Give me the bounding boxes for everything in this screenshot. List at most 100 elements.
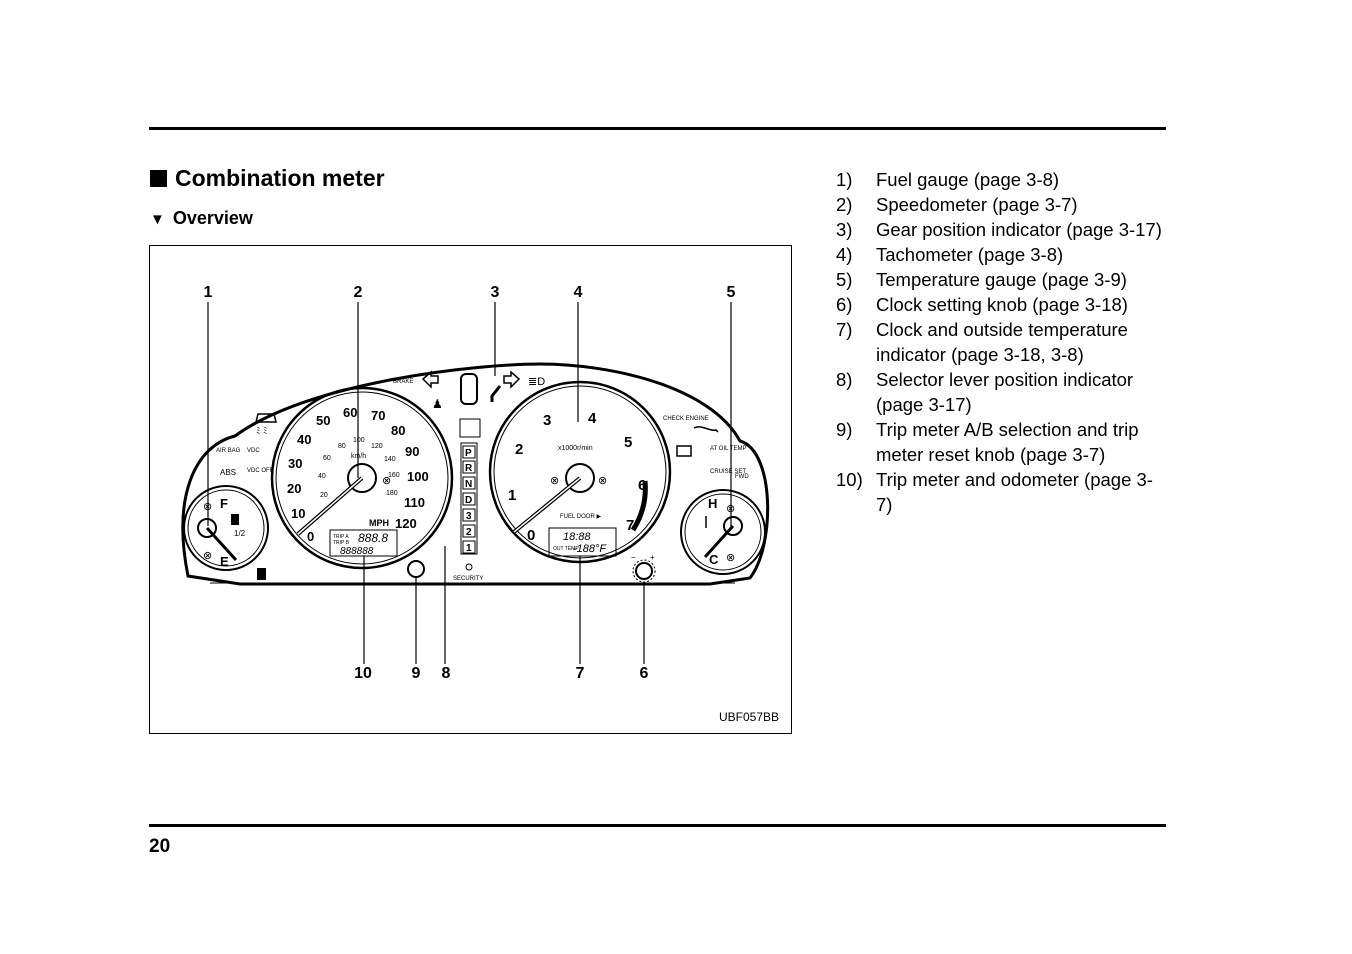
brake-label: BRAKE <box>393 379 413 385</box>
slip-icon: ﾐ ﾐ <box>256 426 268 436</box>
callout-3: 3 <box>491 284 500 301</box>
door-ajar-icon <box>460 373 478 405</box>
combination-meter-figure: F E 1/2 ⊗ ⊗ H C ⊗ ⊗ 0 10 <box>149 245 792 734</box>
legend-number: 5) <box>836 269 853 290</box>
rpm-tick-label: 1 <box>508 487 516 504</box>
legend-text: Clock setting knob (page 3-18) <box>876 294 1128 315</box>
kmh-tick-label: 60 <box>323 455 331 462</box>
left-warning-lights: ﾐ ﾐ AIR BAG VDC ABS VDC OFF <box>216 413 277 580</box>
gear-2: 2 <box>462 524 476 538</box>
gear-R: R <box>462 460 476 474</box>
callout-6: 6 <box>640 665 649 682</box>
cluster-outline <box>181 362 770 586</box>
svg-text:⊗: ⊗ <box>203 550 212 562</box>
gear-3: 3 <box>462 508 476 522</box>
mph-tick-label: 20 <box>287 481 301 496</box>
bottom-rule <box>149 824 1166 827</box>
mph-tick-label: 120 <box>395 516 417 531</box>
svg-text:2: 2 <box>466 527 472 538</box>
tach-unit: x1000r/min <box>558 445 593 452</box>
legend-item: 9)Trip meter A/B selection and trip mete… <box>836 417 1166 467</box>
legend-item: 2) Speedometer (page 3-7) <box>836 192 1166 217</box>
rpm-tick-label: 0 <box>527 527 535 544</box>
legend-text: Tachometer (page 3-8) <box>876 244 1064 265</box>
rpm-tick-label: 2 <box>515 441 523 458</box>
svg-text:D: D <box>465 495 472 506</box>
top-rule <box>149 127 1166 130</box>
legend-text: Gear position indicator (page 3-17) <box>876 219 1162 240</box>
instrument-cluster-drawing: F E 1/2 ⊗ ⊗ H C ⊗ ⊗ 0 10 <box>181 284 770 682</box>
trip-a-label: TRIP A <box>333 534 349 540</box>
svg-text:⊗: ⊗ <box>550 475 559 487</box>
clock-plus: + <box>650 553 655 562</box>
svg-text:N: N <box>465 479 472 490</box>
svg-text:⊗: ⊗ <box>726 552 735 564</box>
legend-text: Selector lever position indicator (page … <box>876 369 1134 415</box>
kmh-tick-label: 120 <box>371 443 383 450</box>
callout-10: 10 <box>354 665 372 682</box>
kmh-tick-label: 40 <box>318 473 326 480</box>
legend-text: Speedometer (page 3-7) <box>876 194 1078 215</box>
temperature-gauge: H C ⊗ ⊗ <box>680 489 766 575</box>
security-label: SECURITY <box>453 576 483 582</box>
speed-unit: MPH <box>369 518 389 528</box>
kmh-tick-label: 80 <box>338 443 346 450</box>
kmh-tick-label: 20 <box>320 492 328 499</box>
callout-5: 5 <box>727 284 736 301</box>
left-turn-signal-icon <box>421 370 439 389</box>
callout-4: 4 <box>574 284 583 301</box>
temp-hot-label: H <box>708 496 717 511</box>
svg-text:P: P <box>465 448 472 459</box>
out-temp-label: OUT TEMP <box>553 546 579 552</box>
legend-number: 2) <box>836 194 853 215</box>
legend-list: 1) Fuel gauge (page 3-8) 2) Speedometer (p… <box>836 167 1166 517</box>
gear-P: P <box>462 445 476 459</box>
traction-car-icon <box>255 413 277 423</box>
callout-8: 8 <box>442 665 451 682</box>
sub-title: ▼Overview <box>150 208 253 229</box>
legend-number: 1) <box>836 169 853 190</box>
tachometer: 0 1 2 3 4 5 6 7 x1000r/min FUEL DOOR ▶ ⊗… <box>488 380 672 564</box>
rpm-tick-label: 4 <box>588 410 597 427</box>
low-fuel-icon <box>257 568 266 580</box>
battery-icon <box>676 445 692 457</box>
mph-tick-label: 50 <box>316 413 330 428</box>
trip-value: 888.8 <box>358 531 388 545</box>
mph-tick-label: 40 <box>297 432 311 447</box>
legend-item: 10)Trip meter and odometer (page 3-7) <box>836 467 1166 517</box>
legend-text: Fuel gauge (page 3-8) <box>876 169 1060 190</box>
rpm-tick-label: 6 <box>638 477 646 494</box>
kmh-tick-label: 140 <box>384 456 396 463</box>
legend-number: 6) <box>836 294 853 315</box>
mph-tick-label: 110 <box>404 495 425 510</box>
legend-item: 5)Temperature gauge (page 3-9) <box>836 267 1166 292</box>
gear-1: 1 <box>462 540 476 554</box>
legend-text: Trip meter A/B selection and trip meter … <box>876 419 1139 465</box>
mph-tick-label: 30 <box>288 456 302 471</box>
redline-band <box>630 480 648 532</box>
right-turn-signal-icon <box>503 370 521 389</box>
gear-panel-border <box>490 385 502 402</box>
legend-number: 10) <box>836 469 863 490</box>
top-warning-lights: BRAKE ≣D ♟ <box>393 370 545 411</box>
legend-number: 7) <box>836 319 853 340</box>
cruise-set-label: CRUISE SET <box>710 469 746 475</box>
fwd-label: FWD <box>735 474 749 480</box>
vdc-label: VDC <box>247 448 260 454</box>
gear-D: D <box>462 492 476 506</box>
out-temp-value: -188°F <box>573 543 607 555</box>
mph-tick-label: 70 <box>371 408 385 423</box>
speedometer: 0 10 20 30 40 50 60 70 80 90 100 110 120… <box>270 386 454 570</box>
sub-title-text: Overview <box>172 208 253 228</box>
selector-mini-icon <box>459 418 481 438</box>
section-title-text: Combination meter <box>175 165 385 191</box>
vdc-off-label: VDC OFF <box>247 468 274 474</box>
figure-code: UBF057BB <box>718 710 779 724</box>
mph-tick-label: 0 <box>307 529 314 544</box>
legend-number: 8) <box>836 369 853 390</box>
airbag-label: AIR BAG <box>216 448 241 454</box>
clock-setting-knob: − + <box>631 553 656 583</box>
callout-1: 1 <box>204 284 213 301</box>
legend-item: 3)Gear position indicator (page 3-17) <box>836 217 1166 242</box>
callout-9: 9 <box>412 665 421 682</box>
